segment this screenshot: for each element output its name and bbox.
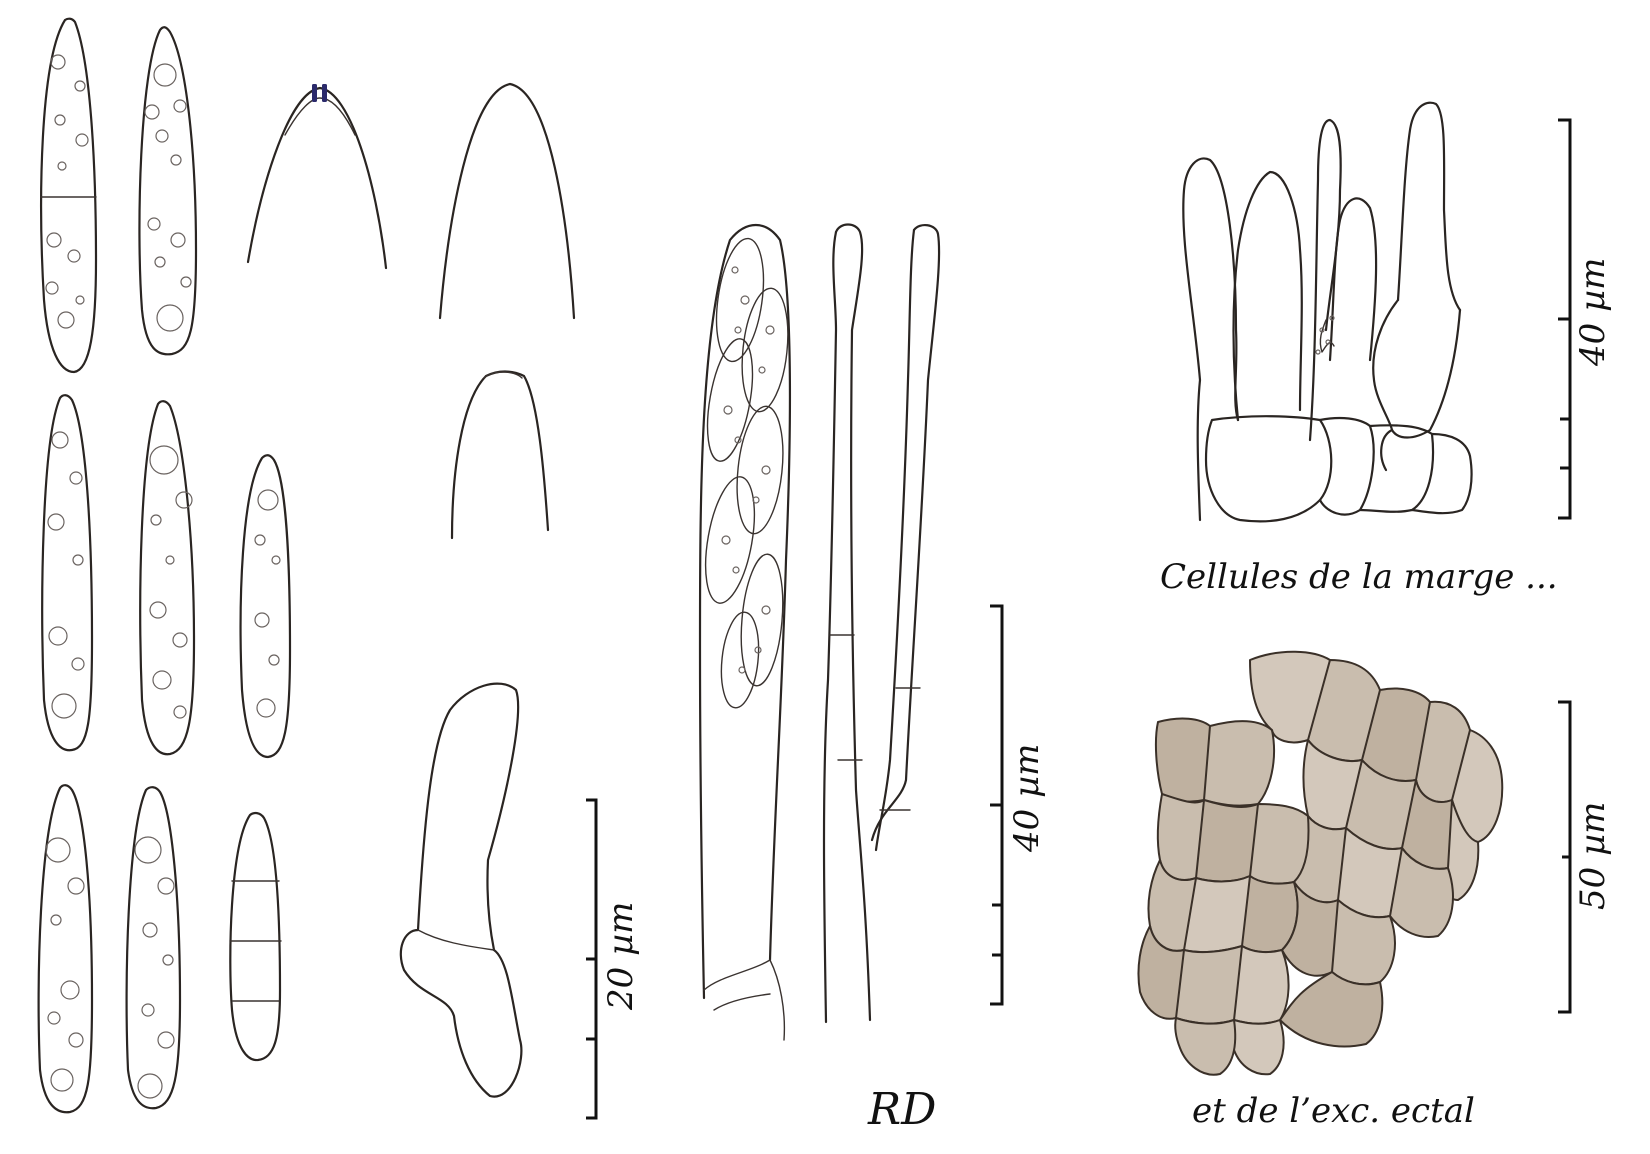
margin-cell	[1232, 170, 1303, 422]
excipulum-cell	[1279, 971, 1384, 1048]
excipulum-cell	[1233, 945, 1290, 1025]
scale-bar-margin: 40 µm	[1558, 118, 1613, 520]
paraphysis-septum	[417, 929, 495, 951]
margin-cells	[1182, 101, 1473, 523]
margin-cell-lower	[1410, 432, 1473, 515]
margin-cell	[1182, 157, 1240, 522]
margin-cell-lower	[1204, 415, 1333, 523]
spore	[239, 454, 292, 759]
ascus	[698, 224, 792, 1000]
amyloid-plaque	[312, 84, 317, 102]
scale-bar-label: 40 µm	[1573, 258, 1613, 367]
ascospores-in-ascus	[704, 237, 789, 709]
margin-cell	[1372, 298, 1400, 432]
paraphysis-base-foot	[399, 928, 523, 1098]
spore	[139, 400, 196, 756]
spore	[125, 786, 182, 1110]
operculum-rim	[483, 371, 523, 379]
margin-cell	[1390, 308, 1462, 439]
spore	[138, 26, 198, 356]
ascus-base	[703, 959, 786, 1041]
margin-cell	[1396, 101, 1462, 312]
caption-ectal-excipulum: et de l’exc. ectal	[1192, 1091, 1475, 1131]
margin-cell-lower	[1380, 428, 1394, 472]
margin-cell	[1308, 118, 1342, 442]
ascospores	[37, 17, 292, 1114]
ascus-apex	[438, 82, 576, 320]
paraphysis	[874, 228, 916, 852]
paraphysis-base	[416, 682, 520, 952]
paraphysis	[822, 230, 838, 1024]
paraphysis	[834, 223, 872, 1022]
excipulum-cell	[1154, 717, 1213, 803]
excipulum-cell	[1389, 847, 1454, 938]
ascus-apex	[246, 86, 388, 270]
spore	[229, 811, 282, 1062]
margin-cell-lower	[1318, 416, 1375, 516]
scale-bar-excipulum: 50 µm	[1558, 700, 1613, 1014]
spore	[40, 17, 98, 374]
excipulum-cell	[1231, 1019, 1285, 1076]
scale-bar-label: 50 µm	[1573, 802, 1613, 910]
author-initials: RD	[867, 1084, 936, 1135]
excipulum-cell	[1203, 720, 1276, 807]
spore	[41, 394, 94, 752]
ectal-excipulum	[1137, 650, 1504, 1076]
ascus-apices	[246, 82, 576, 1098]
scale-bar-spores: 20 µm	[586, 798, 641, 1120]
amyloid-plaque	[322, 84, 327, 102]
scale-bar-label: 20 µm	[601, 902, 641, 1011]
ascus-apex-inner-wall	[284, 97, 356, 136]
scale-bar-asci: 40 µm	[990, 604, 1047, 1006]
guttules	[45, 54, 281, 1099]
ascus-apex-opened	[450, 370, 550, 540]
ascus-base	[713, 993, 771, 1011]
margin-cell-lower	[1358, 424, 1435, 513]
scale-bar-label: 40 µm	[1007, 744, 1047, 853]
margin-cell-granules	[1319, 319, 1335, 353]
paraphysis	[870, 224, 941, 842]
spore	[37, 784, 94, 1114]
ascus-with-paraphyses	[698, 223, 941, 1041]
caption-margin-cells: Cellules de la marge ...	[1160, 557, 1558, 597]
excipulum-cell	[1174, 1017, 1237, 1076]
margin-cell	[1328, 197, 1378, 362]
